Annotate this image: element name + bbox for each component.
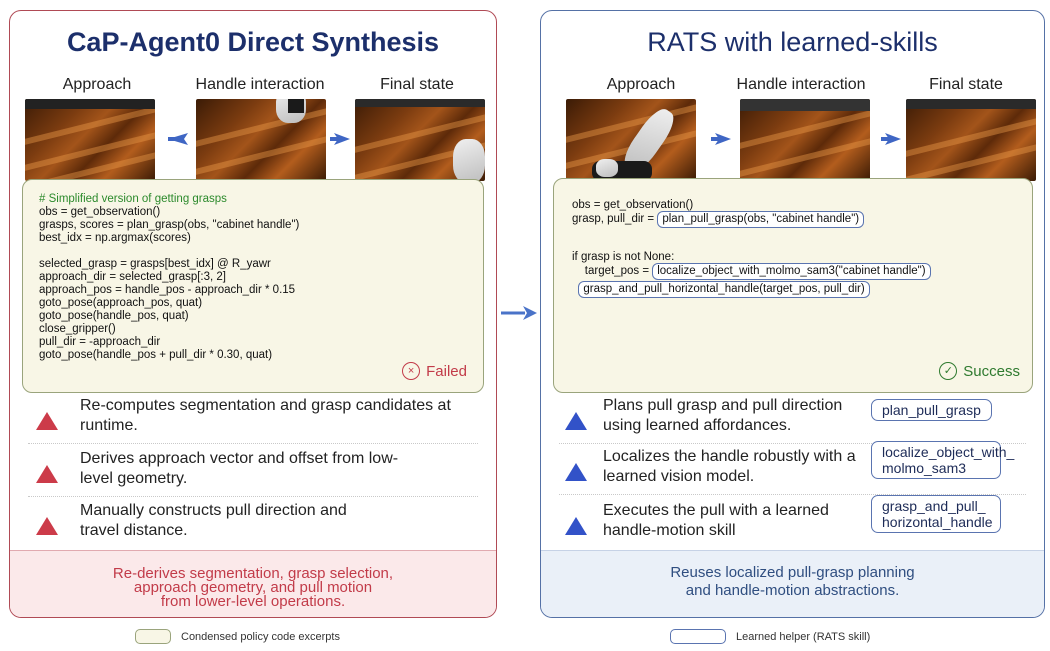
- failed-status: × Failed: [402, 362, 467, 380]
- code-line: grasps, scores = plan_grasp(obs, "cabine…: [39, 219, 300, 231]
- left-footer-line: Re-derives segmentation, grasp selection…: [112, 565, 394, 582]
- triangle-bullet-icon: [565, 517, 587, 535]
- right-footer-line: and handle-motion abstractions.: [685, 582, 900, 599]
- left-final-image: [355, 99, 485, 181]
- code-line: obs = get_observation(): [39, 206, 161, 218]
- code-line: if grasp is not None:: [572, 251, 675, 263]
- x-circle-icon: ×: [402, 362, 421, 380]
- left-panel-title: CaP-Agent0 Direct Synthesis: [66, 27, 440, 57]
- failed-status-label: Failed: [426, 362, 467, 380]
- left-code-block: # Simplified version of getting grasps o…: [22, 179, 484, 393]
- legend-helper-label: Learned helper (RATS skill): [736, 630, 871, 643]
- code-line: grasp, pull_dir = plan_pull_grasp(obs, "…: [572, 211, 1014, 228]
- warning-triangle-icon: [36, 517, 58, 535]
- left-bullet-text: Manually constructs pull direction and t…: [80, 502, 347, 539]
- triangle-bullet-icon: [565, 463, 587, 481]
- code-line: pull_dir = -approach_dir: [39, 336, 161, 348]
- helper-localize-object: localize_object_with_molmo_sam3("cabinet…: [652, 263, 931, 280]
- legend-code-excerpts: Condensed policy code excerpts: [135, 629, 340, 644]
- check-circle-icon: ✓: [939, 362, 958, 380]
- right-bullet-1: Plans pull grasp and pull direction usin…: [541, 396, 1044, 444]
- warning-triangle-icon: [36, 465, 58, 483]
- left-step-approach-label: Approach: [62, 76, 132, 93]
- code-line: goto_pose(approach_pos, quat): [39, 297, 203, 309]
- right-arrow-1-icon: [711, 133, 731, 145]
- left-arrow-1-icon: [168, 133, 188, 145]
- code-line: goto_pose(handle_pos + pull_dir * 0.30, …: [39, 349, 273, 361]
- left-bullet-text: Re-computes segmentation and grasp candi…: [80, 397, 451, 434]
- skill-tag: localize_object_with_ molmo_sam3: [871, 441, 1014, 479]
- legend-code-label: Condensed policy code excerpts: [181, 630, 340, 643]
- legend-learned-helper: Learned helper (RATS skill): [670, 629, 870, 644]
- code-line: close_gripper(): [39, 323, 116, 335]
- left-step-final-label: Final state: [380, 76, 454, 93]
- code-line: approach_pos = handle_pos - approach_dir…: [39, 284, 296, 296]
- left-bullet-text: Derives approach vector and offset from …: [80, 450, 399, 487]
- code-line: target_pos = localize_object_with_molmo_…: [572, 263, 1014, 280]
- right-panel: RATS with learned-skills Approach Handle…: [540, 10, 1045, 618]
- success-status: ✓ Success: [939, 362, 1020, 380]
- legend-code-swatch: [135, 629, 171, 644]
- right-step-final-label: Final state: [929, 76, 1003, 93]
- left-bullet-3: Manually constructs pull direction and t…: [10, 501, 496, 549]
- code-line: grasp_and_pull_horizontal_handle(target_…: [572, 281, 1014, 298]
- left-approach-image: [25, 99, 155, 181]
- center-arrow-icon: [501, 306, 537, 320]
- warning-triangle-icon: [36, 412, 58, 430]
- left-bullet-1: Re-computes segmentation and grasp candi…: [10, 396, 496, 444]
- right-panel-title: RATS with learned-skills: [647, 27, 938, 57]
- code-line: obs = get_observation(): [572, 199, 694, 211]
- code-line: best_idx = np.argmax(scores): [39, 232, 191, 244]
- helper-grasp-and-pull: grasp_and_pull_horizontal_handle(target_…: [578, 281, 870, 298]
- code-line: selected_grasp = grasps[best_idx] @ R_ya…: [39, 258, 271, 270]
- right-summary-footer: Reuses localized pull-grasp planning and…: [541, 550, 1044, 617]
- right-arrow-2-icon: [881, 133, 901, 145]
- left-footer-line: approach geometry, and pull motion: [133, 579, 373, 596]
- left-footer-line: from lower-level operations.: [160, 593, 346, 610]
- code-line: goto_pose(handle_pos, quat): [39, 310, 189, 322]
- right-bullet-text: Plans pull grasp and pull direction usin…: [603, 397, 843, 434]
- left-handle-image: [196, 99, 326, 181]
- helper-plan-pull-grasp: plan_pull_grasp(obs, "cabinet handle"): [657, 211, 865, 228]
- left-panel: CaP-Agent0 Direct Synthesis Approach Han…: [9, 10, 497, 618]
- right-bullet-text: Executes the pull with a learned handle-…: [603, 502, 829, 539]
- right-bullet-2: Localizes the handle robustly with a lea…: [541, 441, 1044, 495]
- right-step-approach-label: Approach: [606, 76, 676, 93]
- right-bullet-text: Localizes the handle robustly with a lea…: [603, 448, 856, 485]
- code-comment: # Simplified version of getting grasps: [39, 193, 227, 205]
- triangle-bullet-icon: [565, 412, 587, 430]
- skill-tag: grasp_and_pull_ horizontal_handle: [871, 495, 1001, 533]
- legend-helper-swatch: [670, 629, 726, 644]
- left-bullet-2: Derives approach vector and offset from …: [10, 449, 496, 497]
- right-footer-line: Reuses localized pull-grasp planning: [670, 564, 915, 581]
- code-line: approach_dir = selected_grasp[:3, 2]: [39, 271, 226, 283]
- left-summary-footer: Re-derives segmentation, grasp selection…: [10, 550, 496, 617]
- left-step-handle-label: Handle interaction: [195, 76, 325, 93]
- right-approach-image: [566, 99, 696, 181]
- left-arrow-2-icon: [330, 133, 350, 145]
- right-bullet-3: Executes the pull with a learned handle-…: [541, 495, 1044, 549]
- skill-tag: plan_pull_grasp: [871, 399, 992, 421]
- success-status-label: Success: [963, 362, 1020, 380]
- right-step-handle-label: Handle interaction: [736, 76, 866, 93]
- right-final-image: [906, 99, 1036, 181]
- right-handle-image: [740, 99, 870, 181]
- right-code-block: obs = get_observation() grasp, pull_dir …: [553, 178, 1033, 393]
